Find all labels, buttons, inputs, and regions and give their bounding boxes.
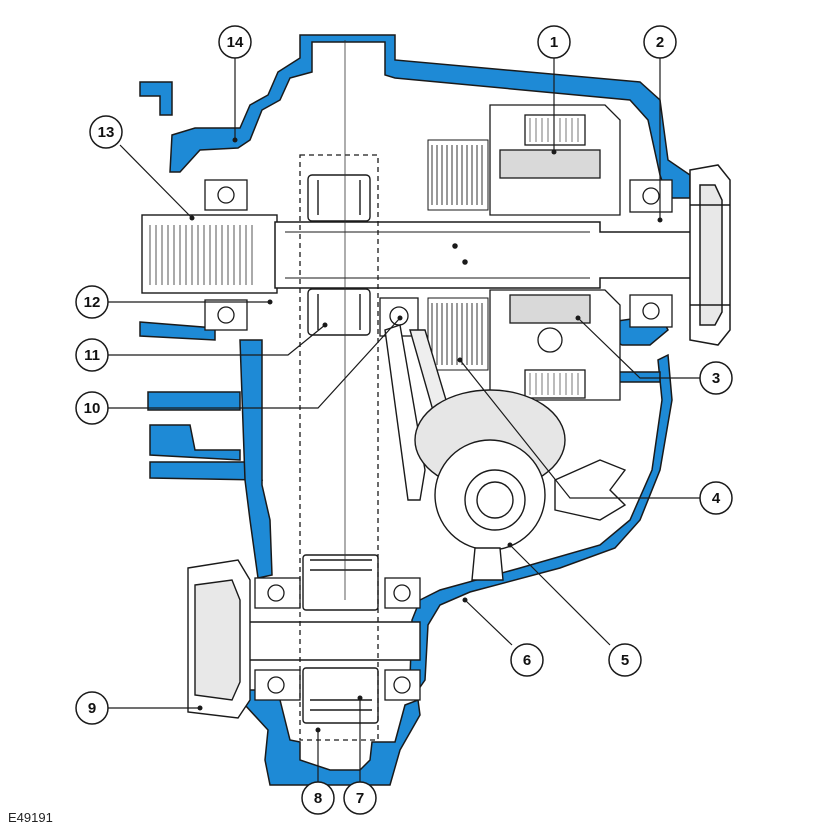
callout-2-label: 2 (656, 34, 664, 51)
callout-12: 12 (75, 285, 109, 319)
cam-actuator (414, 389, 627, 581)
leader-11 (108, 324, 326, 356)
callout-4-label: 4 (712, 490, 721, 507)
callout-1-label: 1 (550, 34, 558, 51)
bottom-casing (238, 689, 421, 786)
leader-5 (509, 544, 611, 646)
leader-4 (459, 359, 700, 499)
callout-4: 4 (699, 481, 733, 515)
leader-13 (119, 144, 193, 219)
callout-3: 3 (699, 361, 733, 395)
spline-lines (149, 225, 253, 285)
callout-8: 8 (301, 781, 335, 815)
callout-10: 10 (75, 391, 109, 425)
callout-3-label: 3 (712, 370, 720, 387)
left-rib-2 (147, 391, 241, 411)
clutch-packs (427, 139, 489, 371)
callout-9: 9 (75, 691, 109, 725)
rear-bearing-lower (629, 294, 673, 328)
rear-output-flange (689, 164, 731, 346)
callout-9-label: 9 (88, 700, 96, 717)
left-upper-casing (139, 81, 173, 116)
callout-2: 2 (643, 25, 677, 59)
input-hub (141, 214, 278, 294)
main-shaft (274, 221, 701, 289)
callout-14: 14 (218, 25, 252, 59)
callout-13: 13 (89, 115, 123, 149)
leader-3 (577, 317, 700, 379)
callout-1: 1 (537, 25, 571, 59)
leader-dots (189, 137, 663, 733)
callout-8-label: 8 (314, 790, 322, 807)
left-rib-1 (139, 321, 216, 341)
drive-chain (299, 154, 379, 741)
callout-7-label: 7 (356, 790, 364, 807)
callout-13-label: 13 (98, 124, 115, 141)
callout-11: 11 (75, 338, 109, 372)
callout-5: 5 (608, 643, 642, 677)
callout-10-label: 10 (84, 400, 101, 417)
left-rib-3 (149, 424, 241, 461)
leader-10 (108, 317, 401, 409)
driven-sprocket (302, 554, 379, 724)
callout-14-label: 14 (227, 34, 244, 51)
leader-lines (108, 58, 700, 782)
figure-id: E49191 (8, 810, 53, 825)
callout-11-label: 11 (84, 347, 100, 364)
left-lower-wall (239, 339, 273, 579)
callout-7: 7 (343, 781, 377, 815)
bearings (204, 179, 673, 701)
callout-5-label: 5 (621, 652, 629, 669)
front-output-shaft (187, 559, 421, 719)
top-casing-wall (169, 34, 691, 199)
casing-outline (139, 34, 691, 786)
callout-6: 6 (510, 643, 544, 677)
leader-6 (464, 599, 513, 646)
callout-6-label: 6 (523, 652, 531, 669)
callout-12-label: 12 (84, 294, 101, 311)
